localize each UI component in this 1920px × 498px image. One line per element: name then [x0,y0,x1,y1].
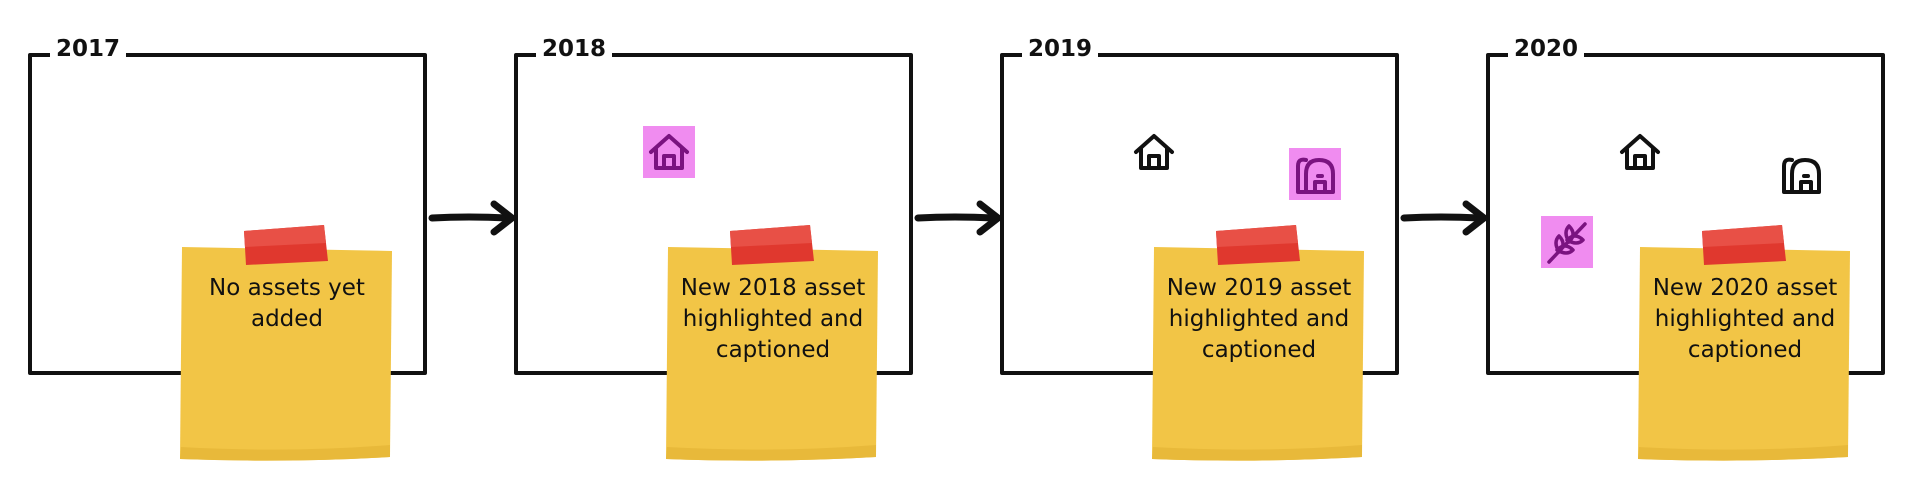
note-text: New 2020 asset highlighted and captioned [1652,275,1838,363]
note-text: New 2018 asset highlighted and captioned [680,275,866,363]
sticky-note-2020: New 2020 asset highlighted and captioned [1636,225,1854,463]
sticky-note-2017: No assets yet added [178,225,396,463]
barn-icon [1775,148,1827,200]
year-label-2020: 2020 [1508,36,1585,62]
house-icon [1128,126,1180,178]
tape-icon [244,225,328,265]
year-label-2019: 2019 [1022,36,1099,62]
house-icon [643,126,695,178]
tape-icon [1216,225,1300,265]
barn-icon [1289,148,1341,200]
tape-icon [730,225,814,265]
house-icon [1614,126,1666,178]
sticky-note-2018: New 2018 asset highlighted and captioned [664,225,882,463]
arrow-right-icon [1400,200,1488,236]
note-text: New 2019 asset highlighted and captioned [1166,275,1352,363]
year-label-2017: 2017 [50,36,127,62]
tape-icon [1702,225,1786,265]
year-label-2018: 2018 [536,36,613,62]
arrow-right-icon [914,200,1002,236]
note-text: No assets yet added [209,275,365,332]
arrow-right-icon [428,200,516,236]
wheat-icon [1541,216,1593,268]
sticky-note-2019: New 2019 asset highlighted and captioned [1150,225,1368,463]
